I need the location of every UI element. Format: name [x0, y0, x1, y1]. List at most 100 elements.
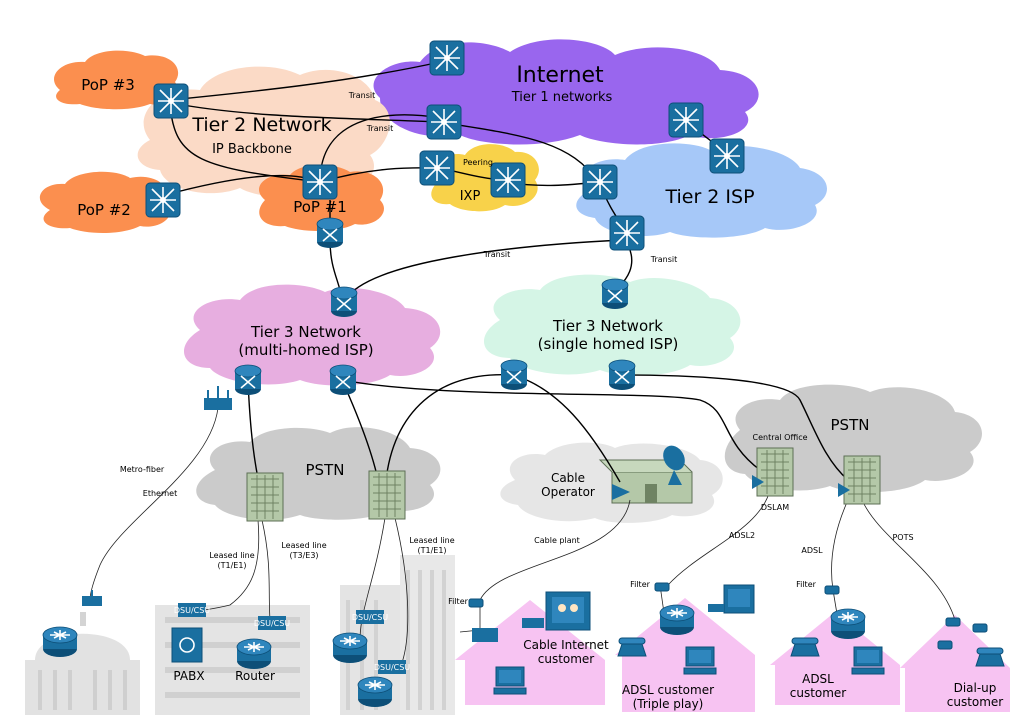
filter-1: [468, 598, 484, 608]
pots-label: POTS: [892, 533, 913, 542]
ixp-label: IXP: [460, 189, 481, 204]
pop2-label: PoP #2: [77, 201, 131, 219]
adsl-pc-icon: [851, 646, 885, 675]
pop2-cloud: [39, 171, 171, 233]
pop1-atm-switch: [316, 217, 344, 249]
transit-label-3: Transit: [483, 250, 511, 259]
cable-house: [455, 600, 605, 705]
tier3-multi-atm-left: [234, 364, 262, 396]
tier3-multi-line1: Tier 3 Network: [250, 323, 361, 341]
adsl-customer-line2: customer: [790, 686, 847, 700]
leased-t1-right-line1: Leased line: [409, 536, 454, 545]
tier3-single-line1: Tier 3 Network: [552, 317, 663, 335]
svg-text:DSU/CSU: DSU/CSU: [254, 619, 290, 628]
adsl-house: [770, 612, 900, 705]
dialup-house: [900, 615, 1010, 712]
transit-label-1: Transit: [348, 91, 376, 100]
triple-play-pc-icon: [683, 646, 717, 675]
leased-t1-right-line2: (T1/E1): [417, 546, 446, 555]
transit-label-4: Transit: [650, 255, 678, 264]
tier3-single-atm-right: [608, 359, 636, 391]
tier3-single-cloud: [483, 274, 741, 376]
cable-modem: [472, 628, 498, 642]
dsu-csu-1: DSU/CSU: [174, 603, 210, 617]
cable-operator-line2: Operator: [541, 485, 595, 499]
pabx-icon: [171, 627, 203, 663]
tier2-network-subtitle: IP Backbone: [212, 142, 292, 157]
leased-t1-left-line1: Leased line: [209, 551, 254, 560]
dslam-label: DSLAM: [761, 503, 789, 512]
triple-play-phone-icon: [617, 637, 647, 657]
tier3-single-line2: (single homed ISP): [538, 335, 679, 353]
cable-tv-icon: [545, 591, 591, 631]
tier2-isp-router-bottom: [609, 215, 645, 251]
pop3-label: PoP #3: [81, 76, 135, 94]
tier2-isp-router-main: [582, 164, 618, 200]
metro-fiber-label: Metro-fiber: [120, 465, 165, 474]
internet-cloud: [373, 39, 759, 145]
cable-customer-line2: customer: [538, 652, 595, 666]
cable-pc-icon: [493, 666, 527, 695]
tier3-single-atm-left: [500, 359, 528, 391]
tier3-multi-atm-right: [329, 364, 357, 396]
adsl2-label: ADSL2: [729, 531, 755, 540]
tier2-isp-cloud: [576, 143, 827, 238]
pstn-right-label: PSTN: [831, 416, 870, 434]
tier2-isp-router-top: [709, 138, 745, 174]
adsl-label: ADSL: [801, 546, 823, 555]
tier2-network-cloud: [137, 66, 390, 197]
internet-router-mid: [426, 104, 462, 140]
transit-label-2: Transit: [366, 124, 394, 133]
internet-subtitle: Tier 1 networks: [511, 90, 613, 105]
filter-label-3: Filter: [796, 580, 817, 589]
filter-label-2: Filter: [630, 580, 651, 589]
adsl-phone-icon: [790, 637, 820, 657]
set-top-box: [522, 618, 544, 628]
internet-router-top: [429, 40, 465, 76]
internet-router-right: [668, 102, 704, 138]
router-label: Router: [235, 669, 275, 683]
ixp-router-right: [490, 162, 526, 198]
pop2-router: [145, 182, 181, 218]
pstn-left-switch-a: [246, 472, 284, 522]
filter-label-1: Filter: [448, 597, 469, 606]
tier2-network-title: Tier 2 Network: [191, 114, 331, 136]
capitol-router: [42, 626, 78, 658]
dsu-csu-4: DSU/CSU: [374, 660, 410, 674]
cable-customer-line1: Cable Internet: [523, 638, 609, 652]
svg-text:DSU/CSU: DSU/CSU: [374, 663, 410, 672]
triple-play-modem: [659, 604, 695, 636]
tier3-multi-atm-top: [330, 286, 358, 318]
filter-2: [654, 582, 670, 592]
pop3-cloud: [54, 50, 179, 110]
capitol-building: [25, 612, 140, 715]
filter-dialup: [945, 617, 961, 627]
office-router-a: [332, 632, 368, 664]
adsl-modem: [830, 608, 866, 640]
peering-label: Peering: [463, 158, 493, 167]
pstn-left-switch-b: [368, 470, 406, 520]
adsl-triple-line2: (Triple play): [633, 697, 704, 711]
cable-modem-termination: [612, 484, 630, 500]
pstn-right-switch: [838, 455, 881, 505]
pop3-router: [153, 83, 189, 119]
dialup-customer-line1: Dial-up: [954, 681, 997, 695]
pop1-label: PoP #1: [293, 198, 347, 216]
triple-play-tv-icon: [708, 584, 755, 614]
internet-title: Internet: [516, 63, 604, 88]
customer-router: [236, 638, 272, 670]
central-office-switch: [752, 447, 794, 497]
central-office-label: Central Office: [752, 433, 807, 442]
leased-t3-line2: (T3/E3): [289, 551, 318, 560]
tier3-multi-cloud: [183, 284, 441, 386]
tier2-isp-label: Tier 2 ISP: [664, 186, 754, 208]
pstn-left-label: PSTN: [306, 461, 345, 479]
pabx-label: PABX: [173, 669, 204, 683]
ethernet-label: Ethernet: [143, 489, 177, 498]
adsl-triple-house: [615, 598, 755, 712]
office-router-b: [357, 676, 393, 708]
cable-operator-line1: Cable: [551, 471, 585, 485]
metro-switch: [204, 386, 232, 410]
tier3-single-atm-top: [601, 278, 629, 310]
svg-text:DSU/CSU: DSU/CSU: [174, 606, 210, 615]
